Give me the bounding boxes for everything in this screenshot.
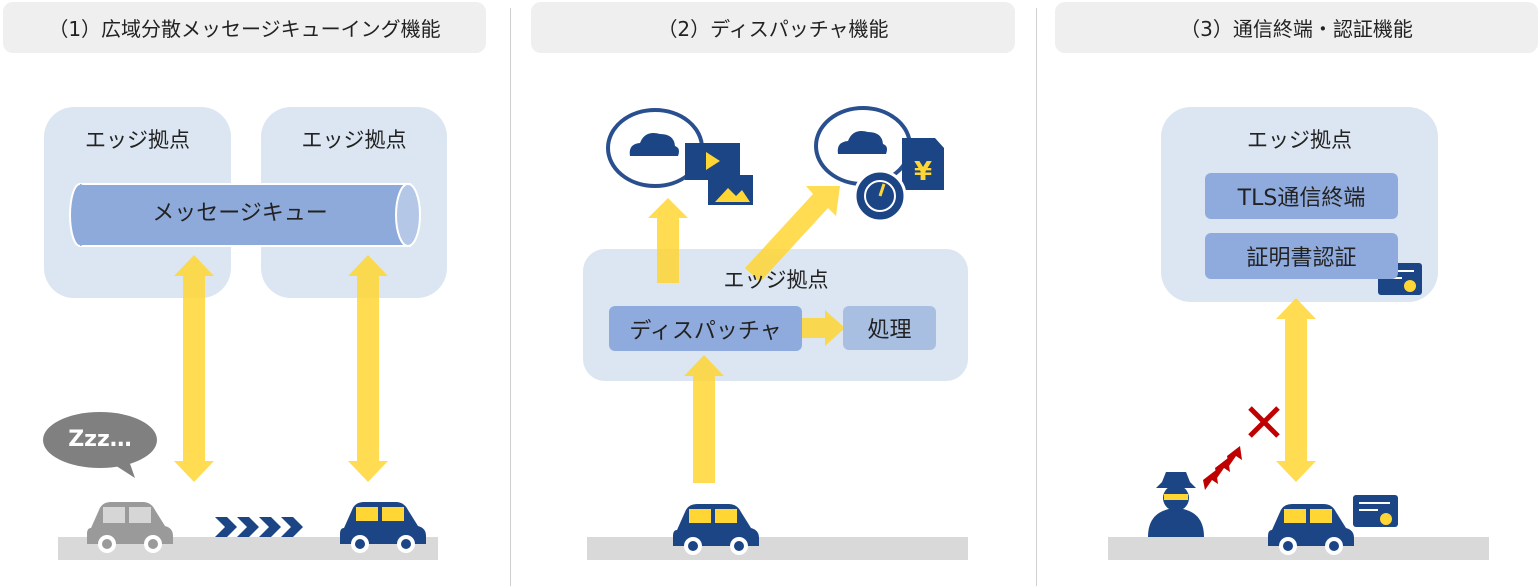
- edge-site-label: エッジ拠点: [723, 268, 829, 292]
- road: [1108, 537, 1489, 560]
- process-box: 処理: [843, 306, 936, 350]
- section-3-title: （3）通信終端・認証機能: [1055, 2, 1538, 53]
- certificate-icon: [1353, 495, 1398, 527]
- dispatcher-box: ディスパッチャ: [609, 306, 802, 351]
- bidirectional-arrow: [1276, 298, 1316, 482]
- cloud-billing-icon: ¥: [814, 106, 944, 223]
- section-1-title: （1）広域分散メッセージキューイング機能: [3, 2, 486, 53]
- arrow-right: [802, 310, 845, 346]
- attacker-icon: [1148, 472, 1204, 537]
- edge-site-label: エッジ拠点: [85, 128, 190, 152]
- car-icon: [673, 504, 759, 555]
- section-2-title: （2）ディスパッチャ機能: [531, 2, 1015, 53]
- parked-car-icon: [87, 502, 173, 553]
- car-icon: [1268, 504, 1354, 555]
- chevrons-icon: [215, 517, 303, 537]
- edge-site-label: エッジ拠点: [1247, 128, 1352, 152]
- divider: [510, 8, 511, 586]
- divider: [1036, 8, 1037, 586]
- blocked-x-icon: [1248, 406, 1280, 438]
- certificate-auth-box: 証明書認証: [1205, 233, 1398, 279]
- message-queue-label: メッセージキュー: [152, 201, 328, 226]
- tls-termination-box: TLS通信終端: [1205, 173, 1398, 219]
- message-queue-cylinder: [69, 183, 421, 247]
- sleep-bubble-text: Zzz…: [68, 427, 132, 452]
- arrow-up: [648, 198, 688, 283]
- attack-chevrons-icon: [1203, 446, 1242, 490]
- speech-bubble: [43, 412, 157, 478]
- svg-text:¥: ¥: [914, 157, 932, 187]
- edge-site-label: エッジ拠点: [301, 128, 407, 152]
- arrow-diagonal: [745, 186, 840, 282]
- car-icon: [340, 502, 426, 553]
- cloud-media-icon: [606, 108, 753, 205]
- bidirectional-arrow: [348, 255, 388, 482]
- bidirectional-arrow: [174, 255, 214, 482]
- arrow-up: [684, 355, 724, 483]
